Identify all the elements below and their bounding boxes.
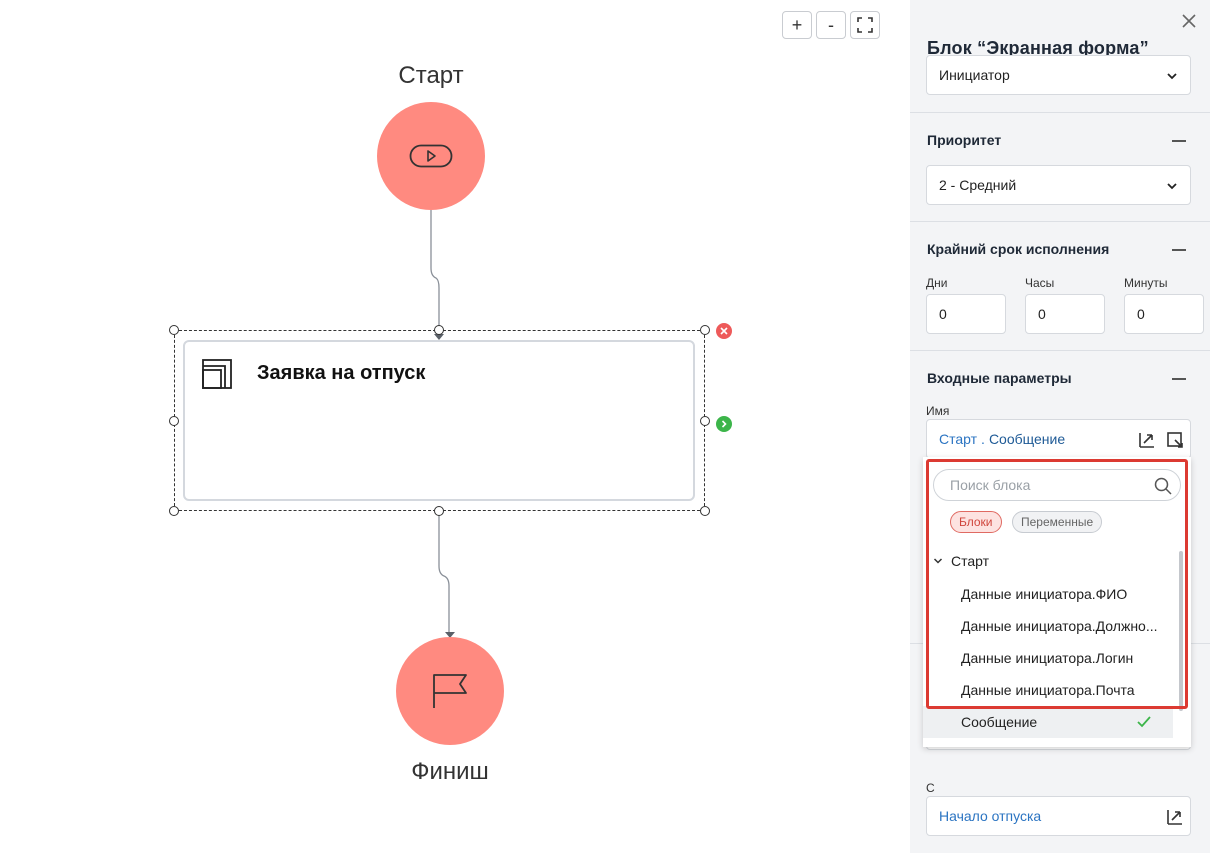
name-param-field[interactable]: Старт . Сообщение (926, 419, 1191, 459)
days-label: Дни (926, 276, 948, 290)
delete-block-button[interactable] (716, 323, 732, 339)
deadline-collapse-button[interactable] (1172, 249, 1186, 251)
resize-handle-top-right[interactable] (700, 325, 710, 335)
resize-handle-bottom-left[interactable] (169, 506, 179, 516)
checkmark-icon (1137, 716, 1151, 728)
process-canvas[interactable]: + - Старт Зая (0, 0, 910, 853)
hours-label: Часы (1025, 276, 1055, 290)
insert-variable-icon[interactable] (1138, 431, 1156, 449)
resize-handle-top-left[interactable] (169, 325, 179, 335)
input-params-section-title: Входные параметры (927, 370, 1072, 386)
tree-group-label: Старт (951, 553, 990, 569)
section-divider (910, 112, 1210, 113)
resize-handle-bottom[interactable] (434, 506, 444, 516)
zoom-out-button[interactable]: - (816, 11, 846, 39)
tree-item-initiator-email[interactable]: Данные инициатора.Почта (961, 682, 1135, 698)
deadline-section-title: Крайний срок исполнения (927, 241, 1110, 257)
play-icon (409, 144, 453, 168)
chip-blocks[interactable]: Блоки (950, 511, 1002, 533)
resize-handle-bottom-right[interactable] (700, 506, 710, 516)
zoom-controls: + - (782, 11, 880, 39)
chevron-right-icon (721, 420, 727, 428)
initiator-select-value: Инициатор (939, 67, 1010, 83)
tree-item-message-label: Сообщение (961, 714, 1038, 730)
flag-icon (433, 674, 467, 708)
tree-item-initiator-name[interactable]: Данные инициатора.ФИО (961, 586, 1128, 602)
close-panel-icon[interactable] (1180, 12, 1198, 30)
resize-handle-top[interactable] (434, 325, 444, 335)
name-param-separator: . (981, 431, 985, 447)
tree-item-initiator-login[interactable]: Данные инициатора.Логин (961, 650, 1134, 666)
priority-collapse-button[interactable] (1172, 140, 1186, 142)
resize-handle-right[interactable] (700, 416, 710, 426)
edit-field-icon[interactable] (1166, 431, 1184, 449)
task-block-card[interactable]: Заявка на отпуск (183, 340, 695, 501)
from-param-value[interactable]: Начало отпуска (939, 808, 1042, 824)
tree-item-message[interactable]: Сообщение (923, 706, 1173, 738)
minutes-input[interactable]: 0 (1124, 294, 1204, 334)
initiator-select[interactable]: Инициатор (926, 55, 1191, 95)
start-node[interactable] (377, 102, 485, 210)
block-search-input[interactable] (950, 477, 1150, 493)
priority-section-title: Приоритет (927, 132, 1002, 148)
finish-node-label: Финиш (411, 758, 489, 785)
days-input[interactable]: 0 (926, 294, 1006, 334)
minutes-label: Минуты (1124, 276, 1168, 290)
input-params-collapse-button[interactable] (1172, 378, 1186, 380)
name-param-variable[interactable]: Сообщение (988, 431, 1066, 447)
variable-picker-dropdown: Блоки Переменные Старт Данные инициатора… (923, 457, 1191, 747)
fullscreen-icon (857, 17, 873, 33)
name-param-label: Имя (926, 404, 950, 418)
chevron-down-icon (933, 558, 943, 564)
priority-select-value: 2 - Средний (939, 177, 1017, 193)
tree-group-start[interactable]: Старт (933, 553, 989, 569)
panel-title: Блок “Экранная форма” (927, 38, 1149, 58)
block-search-box (933, 469, 1181, 501)
chip-variables[interactable]: Переменные (1012, 511, 1103, 533)
task-block-title: Заявка на отпуск (257, 362, 426, 384)
hours-input[interactable]: 0 (1025, 294, 1105, 334)
finish-node[interactable] (396, 637, 504, 745)
screen-form-icon (201, 358, 233, 395)
section-divider (910, 350, 1210, 351)
name-param-source[interactable]: Старт (939, 431, 978, 447)
add-connection-button[interactable] (716, 416, 732, 432)
from-param-field[interactable]: Начало отпуска (926, 796, 1191, 836)
insert-variable-icon[interactable] (1166, 808, 1184, 826)
zoom-in-button[interactable]: + (782, 11, 812, 39)
start-node-label: Старт (398, 62, 464, 89)
dropdown-scrollbar[interactable] (1179, 551, 1183, 711)
section-divider (910, 221, 1210, 222)
priority-select[interactable]: 2 - Средний (926, 165, 1191, 205)
search-icon[interactable] (1154, 477, 1172, 495)
from-param-label: С (926, 781, 935, 795)
resize-handle-left[interactable] (169, 416, 179, 426)
chevron-down-icon (1167, 73, 1177, 80)
fit-screen-button[interactable] (850, 11, 880, 39)
close-icon (720, 327, 728, 335)
tree-item-initiator-position[interactable]: Данные инициатора.Должно... (961, 618, 1158, 634)
chevron-down-icon (1167, 183, 1177, 190)
connector-lines (430, 210, 455, 638)
